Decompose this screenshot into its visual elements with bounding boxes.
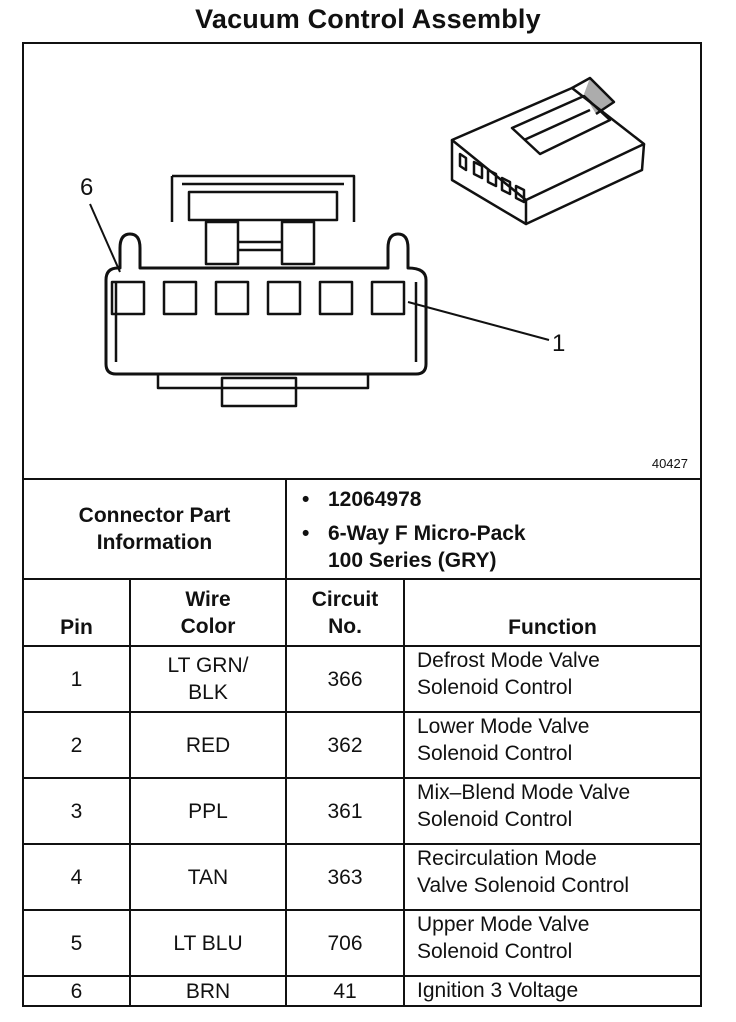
col-divider	[129, 578, 131, 1005]
part-number: 12064978	[328, 488, 422, 511]
wire-color-cell: PPL	[131, 779, 285, 843]
col-divider	[403, 578, 405, 1005]
connector-description-line1: 6-Way F Micro-Pack	[328, 522, 526, 545]
circuit-cell: 706	[287, 911, 403, 975]
circuit-cell: 361	[287, 779, 403, 843]
wire-color-cell: RED	[131, 713, 285, 777]
function-line1: Mix–Blend Mode Valve	[417, 781, 631, 804]
function-line2: Solenoid Control	[417, 808, 573, 831]
wire-color-line1: LT GRN/	[167, 654, 249, 677]
circuit-number: 362	[327, 733, 363, 757]
circuit-cell: 363	[287, 845, 403, 909]
circuit-number: 361	[327, 799, 363, 823]
bullet-icon: •	[302, 488, 310, 511]
function-line2: Solenoid Control	[417, 742, 573, 765]
pin-cavity-5	[162, 280, 198, 316]
pin-number: 4	[70, 865, 83, 889]
connector-info-label-line1: Connector Part	[78, 504, 231, 527]
function-line2: Valve Solenoid Control	[417, 874, 630, 897]
circuit-cell: 41	[287, 977, 403, 1005]
circuit-number: 366	[327, 667, 363, 691]
function-line2: Solenoid Control	[417, 940, 573, 963]
pin-cavity-1	[370, 280, 406, 316]
function-line2: Solenoid Control	[417, 676, 573, 699]
pin-cavity-2	[318, 280, 354, 316]
header-bottom-rule	[24, 645, 700, 647]
connector-sheet: 6 1 40427 Connector Part Information • 1…	[22, 42, 702, 1007]
info-bottom-rule	[24, 578, 700, 580]
connector-description-cont: 100 Series (GRY)	[328, 547, 496, 574]
circuit-number: 41	[333, 979, 357, 1003]
function-line1: Upper Mode Valve	[417, 913, 590, 936]
pin-cavity-6	[110, 280, 146, 316]
pin-cell: 5	[24, 911, 129, 975]
pin-cell: 3	[24, 779, 129, 843]
header-pin: Pin	[60, 616, 93, 639]
pin-number: 1	[70, 667, 83, 691]
bullet-icon: •	[302, 522, 310, 545]
pin-cell: 4	[24, 845, 129, 909]
part-number-item: • 12064978	[302, 486, 422, 513]
row-rule	[24, 777, 700, 779]
pin-cell: 2	[24, 713, 129, 777]
row-rule	[24, 711, 700, 713]
wire-color-line1: TAN	[187, 865, 229, 889]
pin-number: 2	[70, 733, 83, 757]
page-title: Vacuum Control Assembly	[195, 4, 541, 34]
info-divider	[285, 478, 287, 578]
connector-info-values: • 12064978 • 6-Way F Micro-Pack 100 Seri…	[286, 480, 700, 580]
wire-color-cell: LT BLU	[131, 911, 285, 975]
table-top-rule	[24, 478, 700, 480]
connector-description-line2: 100 Series (GRY)	[328, 549, 497, 572]
header-wire-color: Wire Color	[131, 580, 285, 645]
connector-face-drawing	[89, 76, 646, 408]
wire-color-line1: RED	[185, 733, 231, 757]
function-line1: Ignition 3 Voltage	[417, 979, 579, 1002]
header-circuit: Circuit No.	[287, 580, 403, 645]
wire-color-cell: BRN	[131, 977, 285, 1005]
header-wire-color-line1: Wire	[185, 587, 231, 611]
pin-number: 5	[70, 931, 83, 955]
pin-cell: 1	[24, 647, 129, 711]
pin-number: 3	[70, 799, 83, 823]
circuit-number: 706	[327, 931, 363, 955]
pin-number: 6	[70, 979, 83, 1003]
header-wire-color-line2: Color	[180, 614, 236, 638]
row-rule	[24, 975, 700, 977]
pin-cavity-4	[214, 280, 250, 316]
row-rule	[24, 909, 700, 911]
pin-cell: 6	[24, 977, 129, 1005]
header-circuit-line2: No.	[328, 614, 362, 638]
connector-diagram: 6 1 40427	[24, 44, 700, 478]
function-line1: Lower Mode Valve	[417, 715, 590, 738]
connector-info-label-line2: Information	[96, 531, 213, 554]
pin-cavity-3	[266, 280, 302, 316]
pin-6-label: 6	[80, 174, 94, 201]
function-line1: Recirculation Mode	[417, 847, 597, 870]
connector-description-item: • 6-Way F Micro-Pack	[302, 520, 526, 547]
wire-color-line1: LT BLU	[173, 931, 243, 955]
header-function: Function	[508, 616, 597, 639]
circuit-number: 363	[327, 865, 363, 889]
circuit-cell: 362	[287, 713, 403, 777]
wire-color-line1: BRN	[185, 979, 231, 1003]
wire-color-line1: PPL	[188, 799, 228, 823]
wire-color-line2: BLK	[188, 681, 228, 704]
wire-color-cell: TAN	[131, 845, 285, 909]
connector-info-label: Connector Part Information	[24, 480, 285, 578]
function-cell: Ignition 3 Voltage	[405, 977, 700, 1005]
header-circuit-line1: Circuit	[311, 587, 379, 611]
function-line1: Defrost Mode Valve	[417, 649, 600, 672]
circuit-cell: 366	[287, 647, 403, 711]
wire-color-cell: LT GRN/BLK	[131, 647, 285, 711]
pin-1-label: 1	[552, 330, 566, 357]
row-rule	[24, 843, 700, 845]
figure-id: 40427	[651, 456, 688, 471]
col-divider	[285, 578, 287, 1005]
